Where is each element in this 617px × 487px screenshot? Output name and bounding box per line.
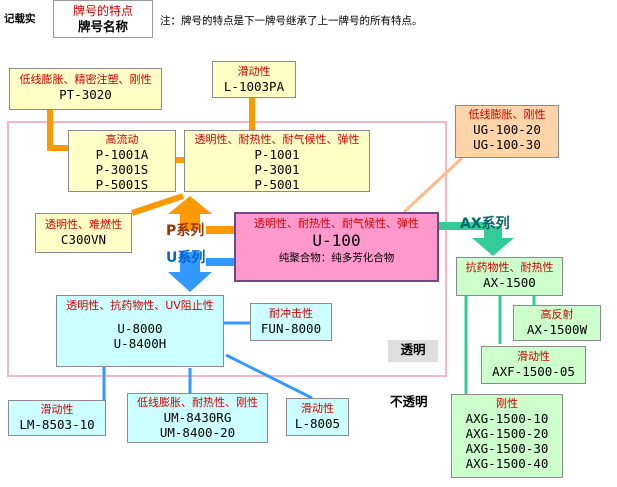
grade-name: C300VN [60, 232, 107, 247]
grade-name: PT-3020 [59, 87, 112, 102]
feature-text: 抗药物性、耐热性 [465, 261, 554, 274]
legend-box: 牌号的特点 牌号名称 [53, 0, 153, 38]
box-ug100: 低线膨胀、刚性 UG-100-20 UG-100-30 [455, 105, 559, 158]
label-ax-series: AX系列 [460, 216, 510, 232]
feature-text: 滑动性 [517, 350, 550, 363]
grade-name: L-8005 [294, 416, 341, 431]
grade-name: LM-8503-10 [19, 417, 95, 432]
feature-text: 高反射 [540, 308, 574, 321]
arrow-up-icon [168, 196, 212, 230]
feature-text: 耐冲击性 [269, 307, 313, 320]
label-u-series: U系列 [166, 250, 206, 266]
feature-text: 低线膨胀、耐热性、刚性 [137, 396, 258, 409]
feature-text: 高流动 [105, 133, 139, 146]
arrow-down-ax-icon [472, 226, 514, 256]
box-ax1500: 抗药物性、耐热性 AX-1500 [456, 257, 563, 296]
header-note: 注：牌号的特点是下一牌号继承了上一牌号的所有特点。 [160, 15, 423, 27]
label-p-series: P系列 [166, 223, 205, 239]
grade-name: AXG-1500-30 [465, 441, 549, 456]
feature-text: 透明性、耐热性、耐气候性、弹性 [254, 217, 419, 230]
grade-name: P-3001S [95, 162, 149, 177]
arrow-down-icon [168, 252, 212, 292]
feature-text: 低线膨胀、精密注塑、刚性 [19, 73, 152, 86]
grade-name: AXG-1500-10 [465, 411, 549, 426]
grade-name: P-5001 [254, 177, 300, 192]
box-p1001: 透明性、耐热性、耐气候性、弹性 P-1001 P-3001 P-5001 [184, 130, 370, 192]
grade-name: UM-8400-20 [159, 425, 236, 440]
line-pt3020-down [47, 110, 68, 151]
grade-name: AXF-1500-05 [492, 364, 575, 379]
grade-name: AXG-1500-20 [465, 426, 549, 441]
grade-name: P-1001A [95, 147, 149, 162]
feature-text: 刚性 [496, 397, 518, 410]
line-to-c300vn [131, 193, 184, 216]
box-fun8000: 耐冲击性 FUN-8000 [250, 303, 332, 341]
box-l8005: 滑动性 L-8005 [286, 398, 349, 436]
grade-name: AXG-1500-40 [465, 456, 549, 471]
feature-text: 透明性、难燃性 [45, 218, 122, 231]
box-um8430: 低线膨胀、耐热性、刚性 UM-8430RG UM-8400-20 [127, 393, 268, 443]
legend-name: 牌号名称 [77, 19, 128, 34]
box-lm8503: 滑动性 LM-8503-10 [8, 400, 106, 436]
box-l1003pa: 滑动性 L-1003PA [212, 61, 296, 98]
box-u100-center: 透明性、耐热性、耐气候性、弹性 U-100 纯聚合物：纯多芳化合物 [234, 212, 439, 282]
box-p-highflow: 高流动 P-1001A P-3001S P-5001S [68, 130, 176, 192]
grade-name: AX-1500W [526, 322, 588, 337]
base-polymer-text: 纯聚合物：纯多芳化合物 [278, 252, 395, 264]
grade-name: L-1003PA [223, 79, 285, 94]
grade-name: U-8400H [113, 336, 167, 351]
grade-name: P-1001 [254, 147, 300, 162]
box-axf1500: 滑动性 AXF-1500-05 [481, 346, 586, 384]
feature-text: 透明性、耐热性、耐气候性、弹性 [194, 133, 360, 146]
grade-name: P-3001 [254, 162, 300, 177]
feature-text: 低线膨胀、刚性 [468, 108, 546, 121]
grade-name: AX-1500 [483, 275, 536, 290]
grade-name: FUN-8000 [260, 321, 322, 336]
grade-name: UG-100-30 [473, 137, 541, 152]
line-to-l8005 [225, 353, 313, 400]
grade-name: UM-8430RG [163, 410, 232, 425]
feature-text: 滑动性 [237, 65, 271, 78]
label-opaque: 不透明 [390, 394, 428, 409]
box-ax1500w: 高反射 AX-1500W [513, 305, 601, 341]
box-c300vn: 透明性、难燃性 C300VN [35, 213, 132, 253]
grade-name: U-100 [312, 231, 361, 250]
header-prefix: 记载实 [4, 13, 36, 25]
line-to-ug100 [402, 156, 464, 214]
grade-name: UG-100-20 [473, 122, 541, 137]
box-axg1500: 刚性 AXG-1500-10 AXG-1500-20 AXG-1500-30 A… [451, 394, 563, 478]
feature-text: 滑动性 [40, 403, 74, 416]
box-pt3020: 低线膨胀、精密注塑、刚性 PT-3020 [9, 68, 162, 110]
transparent-region [7, 121, 447, 377]
grade-name: U-8000 [117, 321, 163, 336]
feature-text: 透明性、抗药物性、UV阻止性 [66, 299, 214, 312]
label-transparent: 透明 [388, 340, 438, 362]
box-u8000: 透明性、抗药物性、UV阻止性 U-8000 U-8400H [56, 295, 224, 367]
feature-text: 滑动性 [301, 402, 334, 415]
grade-name: P-5001S [95, 177, 149, 192]
region-label-text: 透明 [400, 342, 426, 357]
legend-feature: 牌号的特点 [72, 4, 133, 18]
